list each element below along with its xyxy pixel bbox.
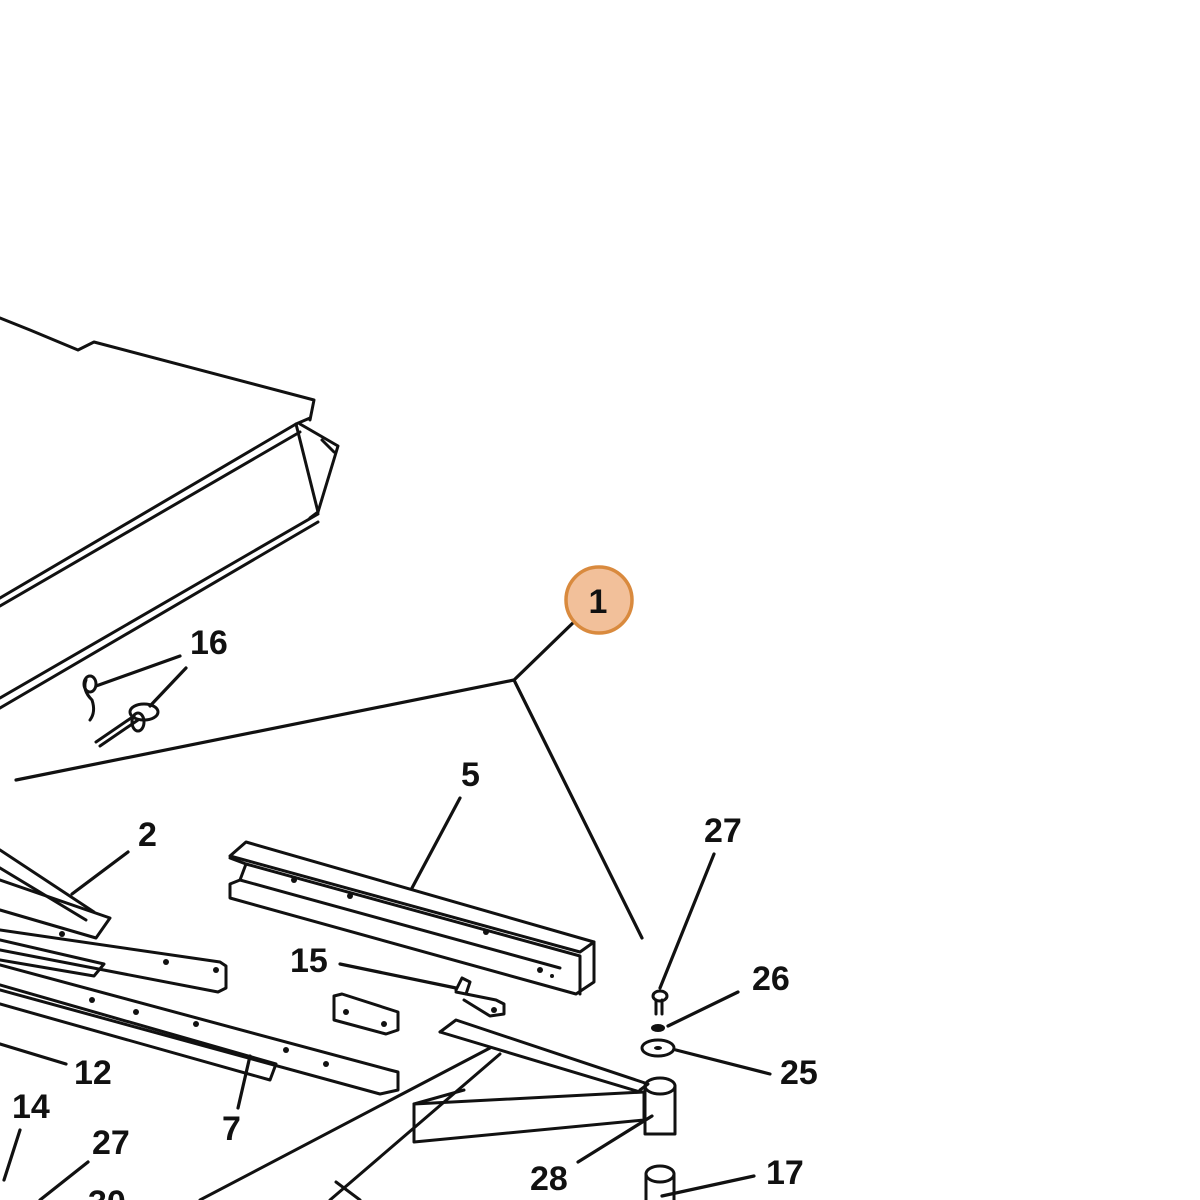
leader-28 xyxy=(576,1114,654,1164)
callout-2-label: 2 xyxy=(138,816,157,854)
callout-labels: 16 2 5 15 12 7 14 27 30 27 26 25 28 17 xyxy=(12,624,818,1200)
lower-frame xyxy=(198,992,677,1200)
leader-1 xyxy=(14,616,580,782)
callout-15-label: 15 xyxy=(290,942,328,980)
leader-lines xyxy=(0,616,772,1200)
leader-1-b xyxy=(512,678,644,940)
callout-12-label: 12 xyxy=(74,1054,112,1092)
callout-16-label: 16 xyxy=(190,624,228,662)
hardware-stack xyxy=(640,989,676,1058)
callout-14-label: 14 xyxy=(12,1088,50,1126)
leader-16b xyxy=(148,666,188,708)
leader-27a xyxy=(658,852,716,990)
callout-5-label: 5 xyxy=(461,756,480,794)
leader-5 xyxy=(410,796,462,890)
callout-1-highlight[interactable]: 1 xyxy=(564,565,634,635)
callout-17-label: 17 xyxy=(766,1154,804,1192)
leader-25 xyxy=(674,1048,772,1076)
leader-14 xyxy=(2,1128,22,1182)
frame-left xyxy=(0,848,400,1096)
callout-1-label: 1 xyxy=(589,583,608,621)
clevis-pin-part xyxy=(82,674,160,748)
callout-28-label: 28 xyxy=(530,1160,568,1198)
leader-27b xyxy=(38,1160,90,1200)
channel-rail xyxy=(228,840,596,996)
leader-15 xyxy=(338,962,458,990)
leader-7 xyxy=(236,1054,252,1110)
callout-26-label: 26 xyxy=(752,960,790,998)
leader-17 xyxy=(660,1174,756,1198)
leader-2 xyxy=(70,850,130,896)
callout-1-badge[interactable] xyxy=(564,565,634,635)
callout-27b-label: 27 xyxy=(92,1124,130,1162)
callout-27a-label: 27 xyxy=(704,812,742,850)
leader-12 xyxy=(0,1042,68,1066)
leader-26 xyxy=(666,990,740,1028)
deck-housing xyxy=(0,316,340,710)
latch-part xyxy=(454,976,506,1018)
callout-7-label: 7 xyxy=(222,1110,241,1148)
leader-16a xyxy=(94,654,182,688)
callout-partial-label: 30 xyxy=(88,1184,126,1200)
callout-25-label: 25 xyxy=(780,1054,818,1092)
